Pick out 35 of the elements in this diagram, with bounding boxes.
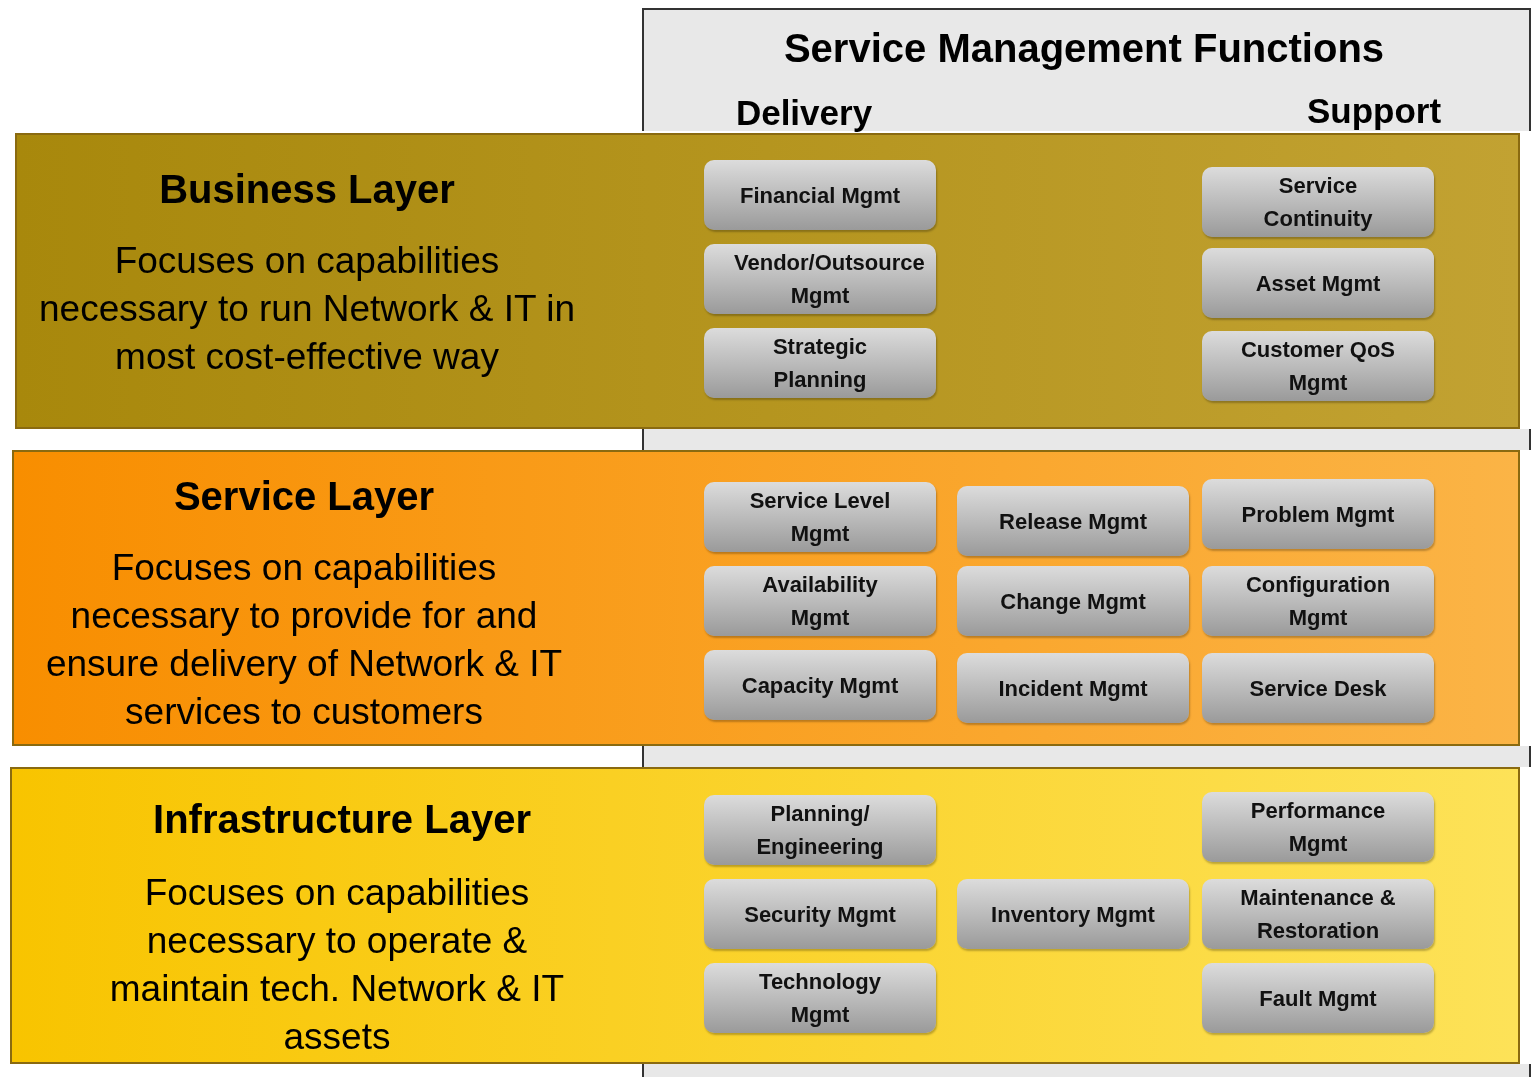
function-box: Incident Mgmt [957,653,1189,723]
function-box: Service Desk [1202,653,1434,723]
function-box: Performance Mgmt [1202,792,1434,862]
layer-band [15,133,1520,429]
layer-title: Infrastructure Layer [152,796,532,843]
function-box: Security Mgmt [704,879,936,949]
layer-band [12,450,1520,746]
layer-description: Focuses on capabilities necessary to provide for and ensure delivery of Network & IT services to customers [44,546,564,735]
function-box: Maintenance & Restoration [1202,879,1434,949]
column-heading: Delivery [734,92,874,134]
function-box: Service Level Mgmt [704,482,936,552]
functions-panel [642,8,1531,131]
column-heading: Support [1305,90,1443,132]
function-box: Change Mgmt [957,566,1189,636]
function-box: Problem Mgmt [1202,479,1434,549]
function-box: Asset Mgmt [1202,248,1434,318]
function-box: Strategic Planning [704,328,936,398]
function-box: Service Continuity [1202,167,1434,237]
layer-description: Focuses on capabilities necessary to run Network & IT in most cost-effective way [38,239,576,380]
layer-description: Focuses on capabilities necessary to operate & maintain tech. Network & IT assets [108,871,566,1060]
function-box: Customer QoS Mgmt [1202,331,1434,401]
layer-title: Business Layer [158,166,456,213]
function-box: Planning/ Engineering [704,795,936,865]
function-box: Capacity Mgmt [704,650,936,720]
function-box: Technology Mgmt [704,963,936,1033]
panel-title: Service Management Functions [782,25,1386,72]
function-box: Fault Mgmt [1202,963,1434,1033]
function-box: Financial Mgmt [704,160,936,230]
layer-title: Service Layer [172,473,436,520]
function-box: Release Mgmt [957,486,1189,556]
function-box: Configuration Mgmt [1202,566,1434,636]
function-box: Availability Mgmt [704,566,936,636]
layer-band [10,767,1520,1064]
function-box: Vendor/Outsource Mgmt [704,244,936,314]
function-box: Inventory Mgmt [957,879,1189,949]
